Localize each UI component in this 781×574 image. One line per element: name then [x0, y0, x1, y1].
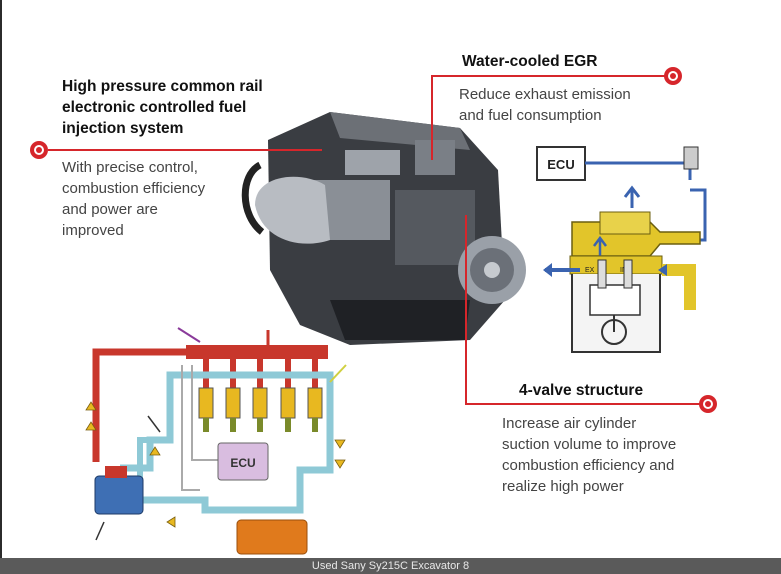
image-caption-bar: Used Sany Sy215C Excavator 8 [0, 558, 781, 574]
callout-marker-four-valve [699, 395, 717, 413]
egr-diagram: ECU EX IN [536, 146, 707, 353]
egr-ecu-label: ECU [547, 157, 574, 172]
callout-desc-four-valve: Increase air cylinder suction volume to … [502, 415, 677, 495]
fuel-ecu-box [217, 442, 269, 481]
callout-title-four-valve: 4-valve structure [519, 382, 644, 399]
callout-line-four-valve [465, 215, 708, 405]
callout-line-egr [431, 75, 665, 160]
egr-ecu-box [536, 146, 586, 181]
callout-marker-high-pressure [30, 141, 48, 159]
egr-exhaust-label: EX [585, 267, 595, 274]
callout-desc-egr: Reduce exhaust emission and fuel consump… [459, 86, 631, 124]
callout-title-egr: Water-cooled EGR [462, 53, 598, 70]
fuel-system-diagram: ECU [85, 327, 347, 555]
fuel-pump [94, 475, 144, 515]
callout-desc-high-pressure: With precise control, combustion efficie… [62, 159, 206, 239]
engine-illustration [241, 112, 526, 345]
callout-title-high-pressure: High pressure common rail electronic con… [62, 78, 263, 137]
fuel-ecu-label: ECU [230, 456, 255, 470]
fuel-tank [236, 519, 308, 555]
callout-marker-egr [664, 67, 682, 85]
callout-lines [48, 75, 708, 405]
